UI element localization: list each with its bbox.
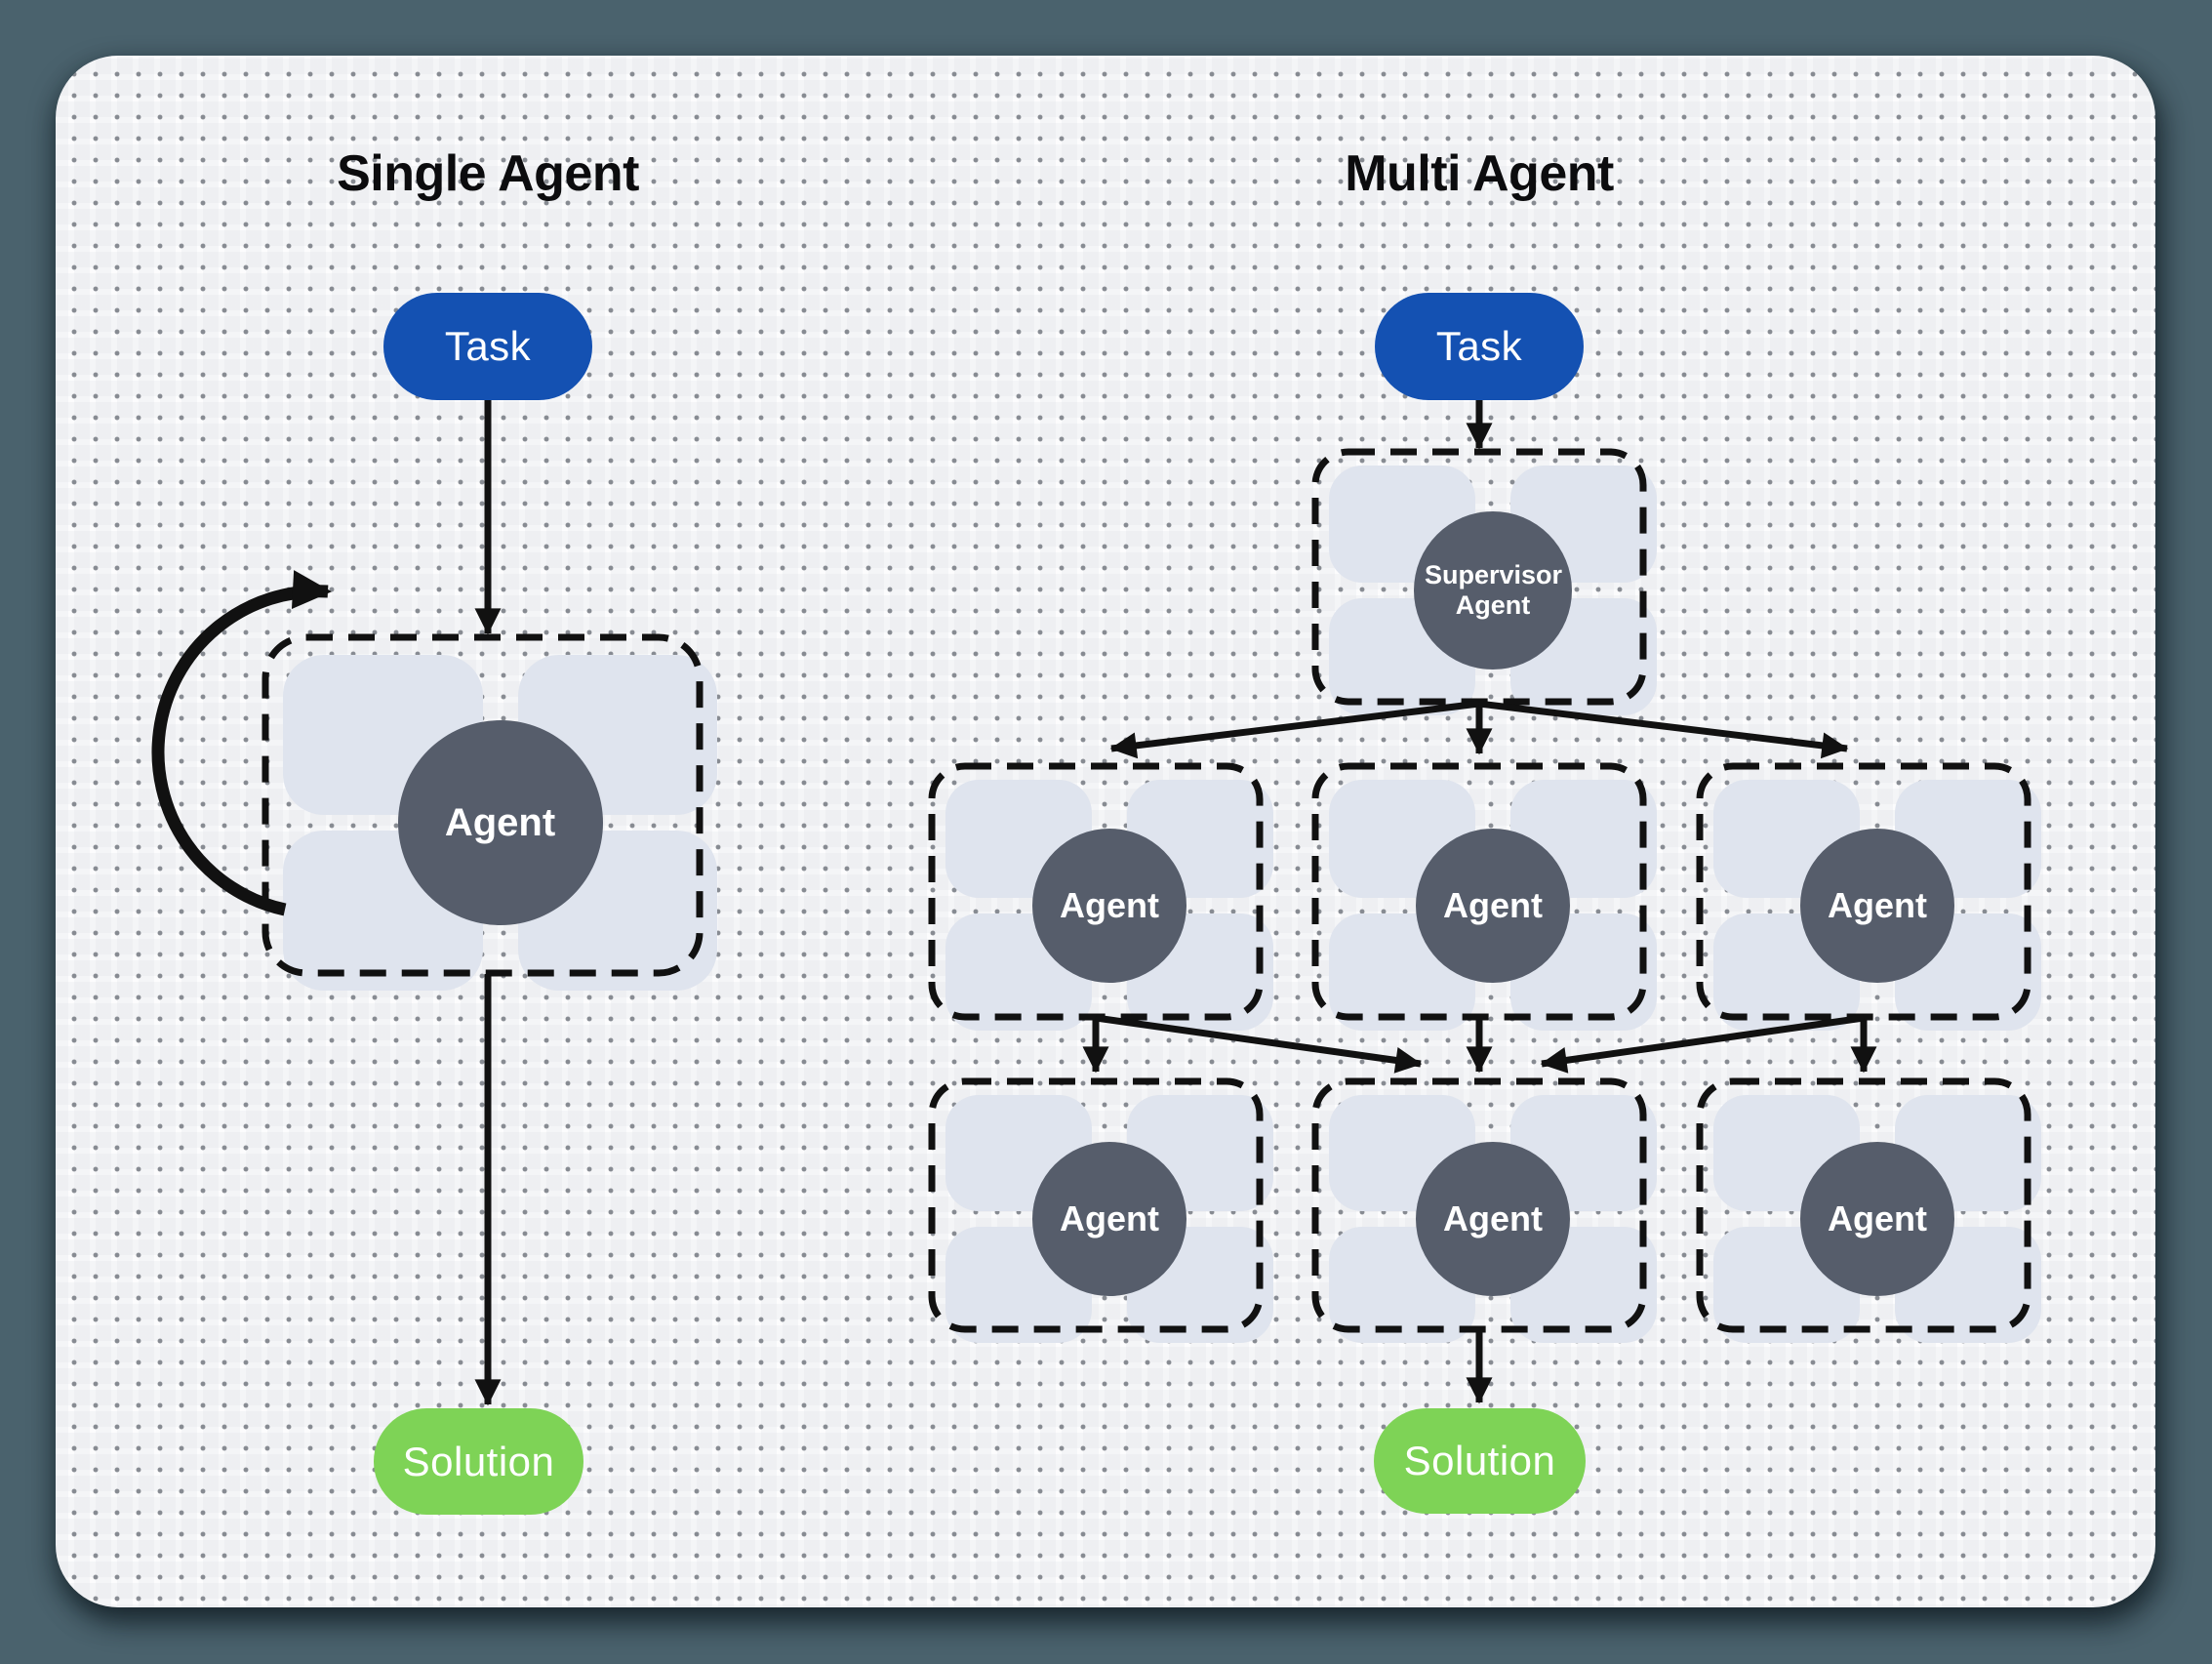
worker-agent-label: Agent bbox=[1443, 1198, 1543, 1238]
worker-agent-label: Agent bbox=[1060, 884, 1159, 925]
worker-agent-box-row2-left: Agent bbox=[932, 1081, 1287, 1357]
multi-task-label: Task bbox=[1435, 323, 1523, 369]
worker-agent-circle: Agent bbox=[1416, 828, 1570, 983]
multi-solution-label: Solution bbox=[1403, 1438, 1556, 1483]
worker-agent-circle: Agent bbox=[1416, 1142, 1570, 1296]
worker-agent-circle: Agent bbox=[1800, 1142, 1954, 1296]
worker-agent-box-row2-center: Agent bbox=[1315, 1081, 1670, 1357]
multi-task-node: Task bbox=[1375, 293, 1584, 400]
worker-agent-circle: Agent bbox=[1032, 828, 1186, 983]
single-task-label: Task bbox=[444, 323, 532, 369]
multi-agent-title: Multi Agent bbox=[1345, 145, 1614, 202]
single-agent-title: Single Agent bbox=[337, 145, 639, 202]
worker-agent-box-row1-right: Agent bbox=[1700, 766, 2055, 1044]
single-agent-label: Agent bbox=[444, 800, 556, 844]
worker-agent-label: Agent bbox=[1060, 1198, 1159, 1238]
worker-agent-box-row1-left: Agent bbox=[932, 766, 1287, 1044]
single-task-node: Task bbox=[383, 293, 592, 400]
worker-agent-label: Agent bbox=[1443, 884, 1543, 925]
worker-agent-box-row1-center: Agent bbox=[1315, 766, 1670, 1044]
multi-solution-node: Solution bbox=[1374, 1408, 1586, 1514]
worker-agent-circle: Agent bbox=[1800, 828, 1954, 983]
worker-agent-circle: Agent bbox=[1032, 1142, 1186, 1296]
single-agent-circle: Agent bbox=[397, 720, 603, 925]
single-agent-box: Agent bbox=[265, 637, 735, 1008]
supervisor-agent-box: Supervisor Agent bbox=[1315, 452, 1670, 729]
worker-agent-label: Agent bbox=[1828, 884, 1927, 925]
worker-agent-label: Agent bbox=[1828, 1198, 1927, 1238]
supervisor-agent-label: Supervisor Agent bbox=[1425, 559, 1563, 620]
single-solution-node: Solution bbox=[374, 1408, 583, 1515]
supervisor-agent-circle: Supervisor Agent bbox=[1414, 511, 1572, 670]
worker-agent-box-row2-right: Agent bbox=[1700, 1081, 2055, 1357]
single-solution-label: Solution bbox=[402, 1438, 555, 1484]
